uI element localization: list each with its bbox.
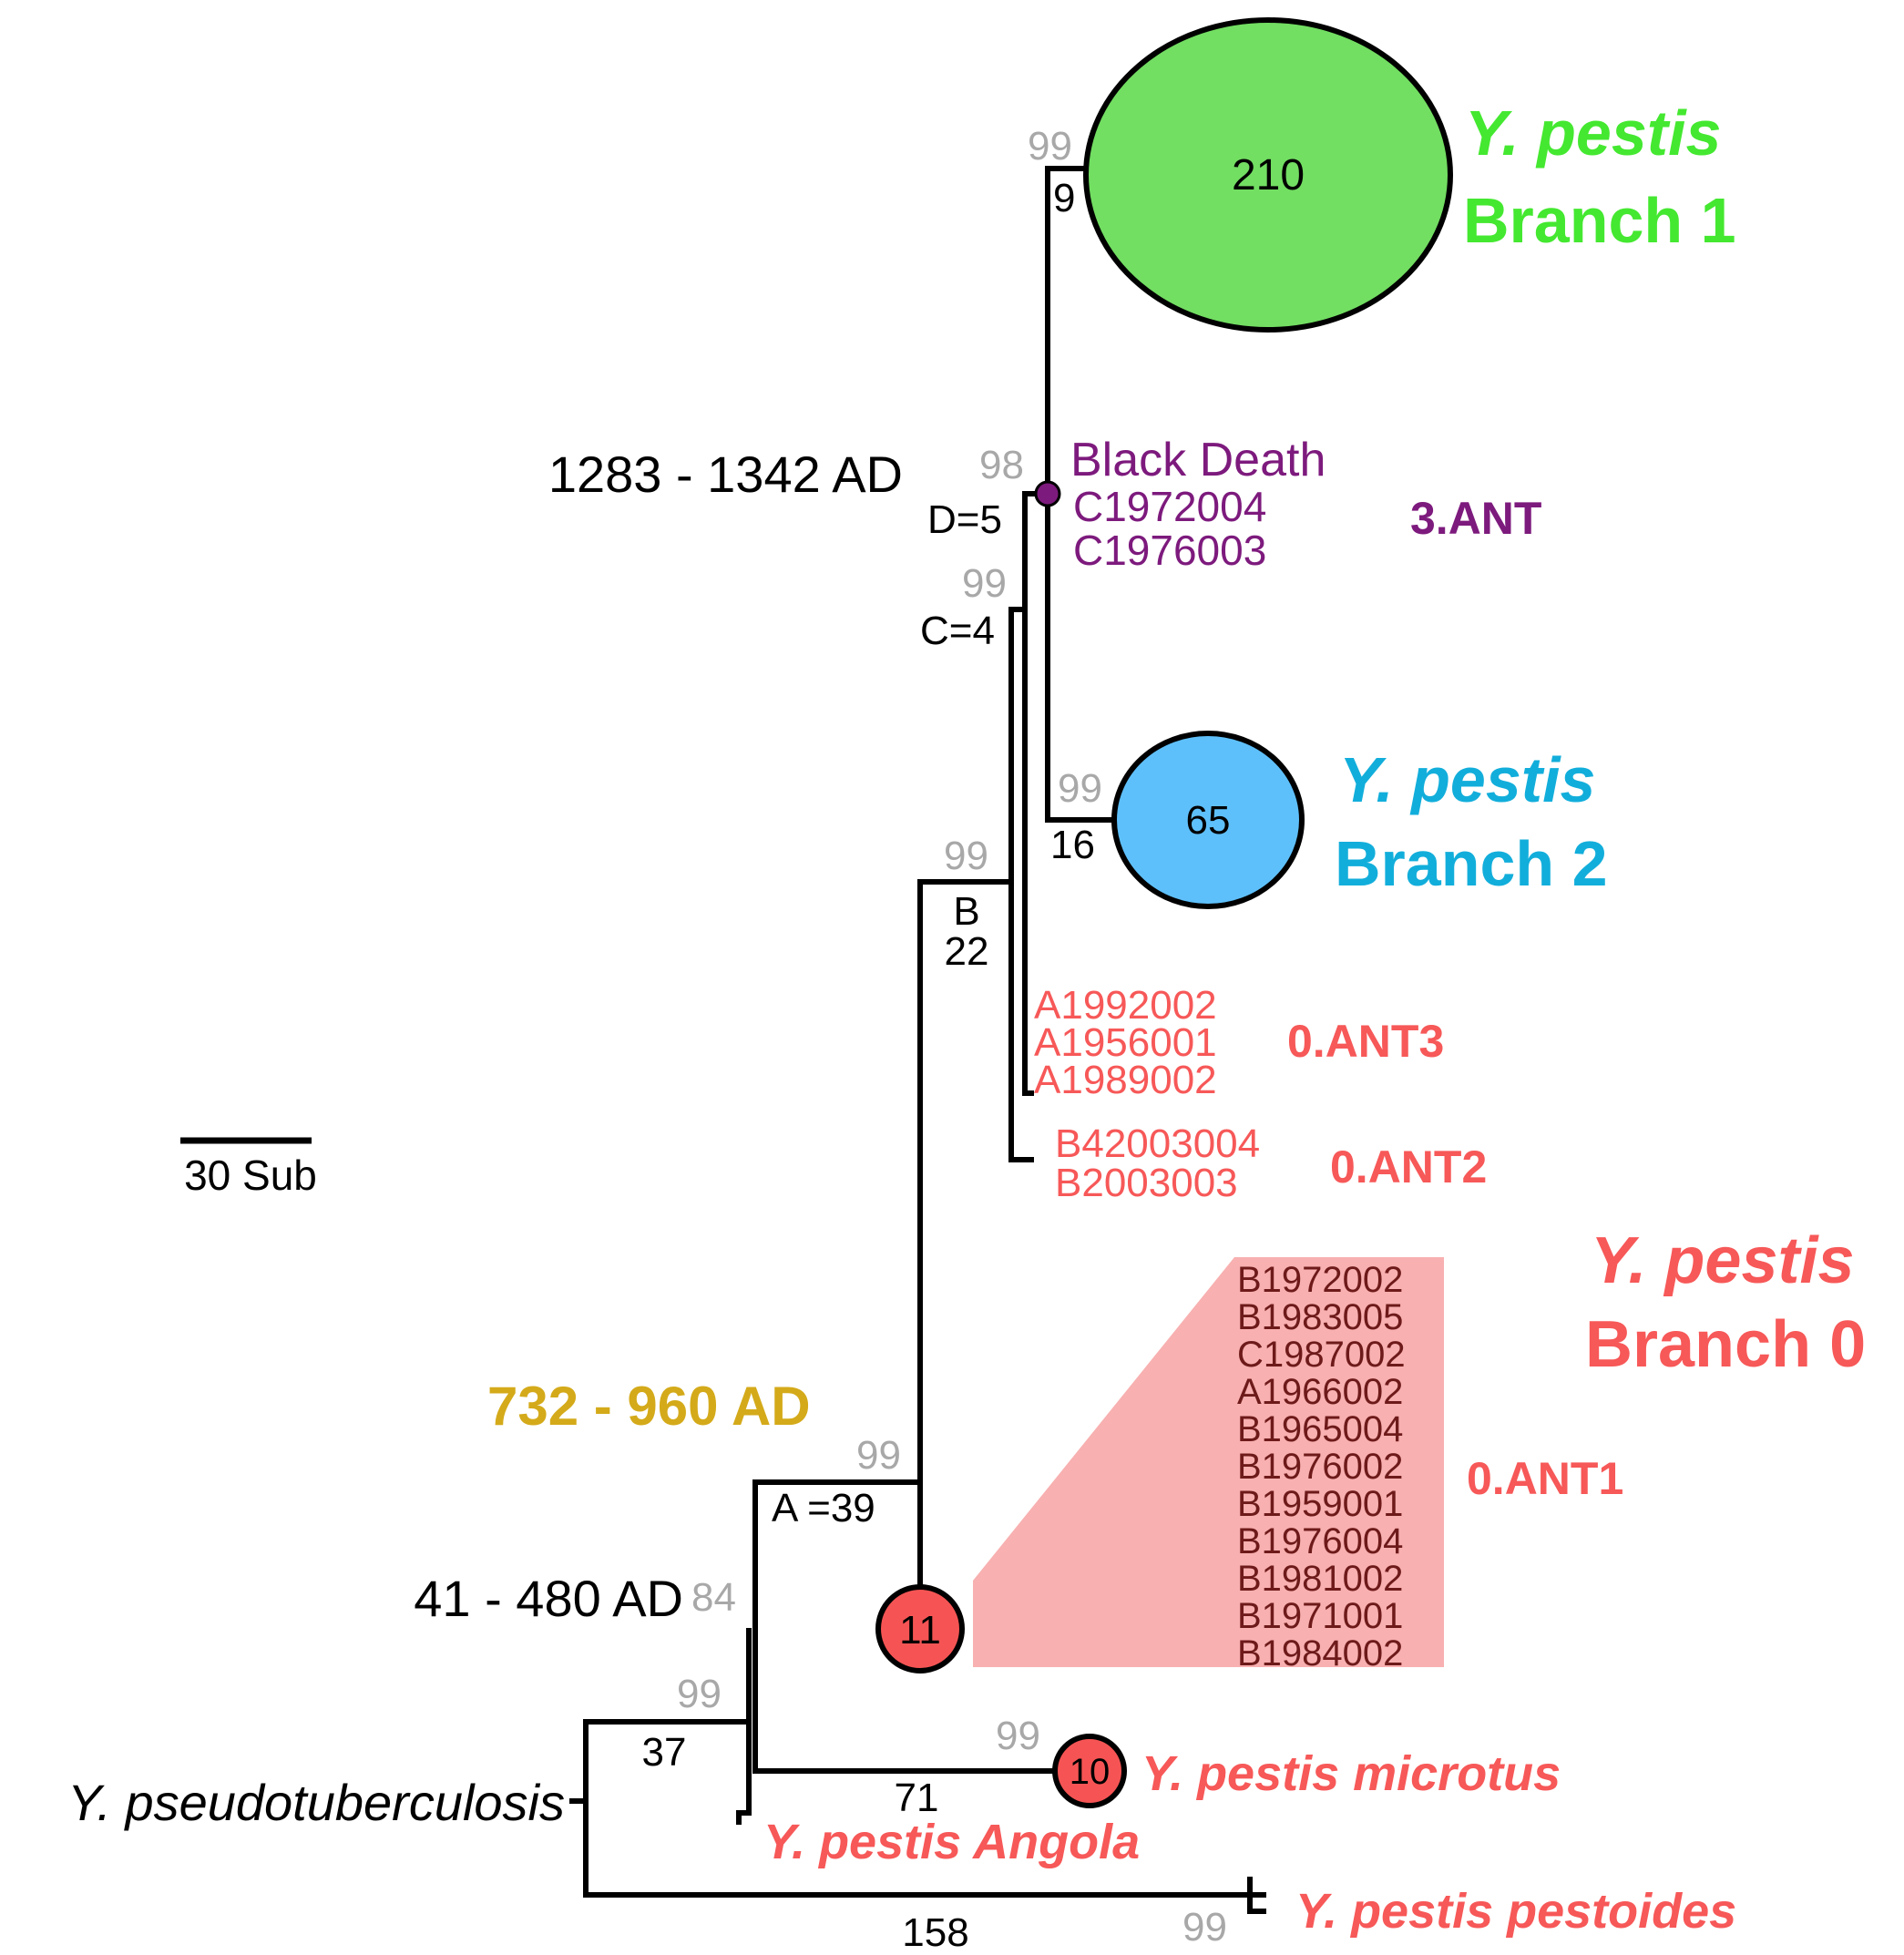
length-node-b-letter: B [953, 889, 979, 934]
branch1-count: 210 [1232, 151, 1305, 200]
ant1-strain: B1971001 [1237, 1596, 1403, 1636]
ant1-strain: B1984002 [1237, 1633, 1403, 1674]
length-microtus: 71 [895, 1776, 939, 1820]
length-node-c: C=4 [920, 609, 995, 653]
branch-angola [736, 1810, 752, 1825]
branch1-title: Y. pestis [1465, 97, 1721, 169]
branch2-count: 65 [1186, 798, 1231, 843]
pestoides-label: Y. pestis pestoides [1295, 1884, 1736, 1939]
ant1-count: 11 [899, 1608, 941, 1653]
angola-label: Y. pestis Angola [763, 1815, 1140, 1869]
bootstrap-node-37: 99 [677, 1672, 722, 1716]
branch0-title: Y. pestis [1591, 1224, 1855, 1297]
ant1-collapse-wedge [973, 1257, 1234, 1667]
tree-branches [569, 166, 1266, 1914]
branch-length-labels: 9 D=5 C=4 16 B 22 A =39 37 71 158 [642, 176, 1095, 1955]
length-node-d: D=5 [927, 497, 1002, 542]
bootstrap-values: 99 98 99 99 99 99 84 99 99 99 [677, 124, 1227, 1950]
branch0-subtitle: Branch 0 [1585, 1308, 1866, 1381]
ant1-strain: B1959001 [1237, 1484, 1403, 1524]
bootstrap-node-c: 99 [962, 561, 1007, 606]
ant1-strain-list: B1972002 B1983005 C1987002 A1966002 B196… [1237, 1260, 1406, 1674]
bootstrap-node-84: 84 [691, 1575, 736, 1620]
date-root: 41 - 480 AD [414, 1570, 683, 1627]
bootstrap-branch2: 99 [1058, 766, 1102, 811]
bootstrap-microtus: 99 [996, 1714, 1040, 1758]
ant1-group-label: 0.ANT1 [1467, 1453, 1623, 1504]
length-pestoides: 158 [902, 1910, 968, 1955]
ant3-strain: A1956001 [1034, 1020, 1217, 1065]
microtus-count: 10 [1070, 1752, 1111, 1792]
ant3-group-label: 0.ANT3 [1287, 1016, 1444, 1067]
black-death-strain: C1972004 [1073, 483, 1266, 530]
ant1-strain: B1972002 [1237, 1260, 1403, 1300]
scale-bar-label: 30 Sub [184, 1152, 317, 1199]
date-node-a: 732 - 960 AD [487, 1376, 811, 1437]
branch2-title: Y. pestis [1339, 744, 1595, 815]
length-node-a: A =39 [772, 1486, 875, 1530]
length-node-37: 37 [642, 1730, 687, 1775]
ant1-strain: B1983005 [1237, 1297, 1403, 1337]
branch2-subtitle: Branch 2 [1335, 828, 1608, 899]
bootstrap-branch1: 99 [1028, 124, 1072, 169]
bootstrap-node-b: 99 [944, 834, 988, 878]
branch-node-84 [752, 1479, 923, 1774]
ant2-group-label: 0.ANT2 [1330, 1141, 1487, 1192]
branch1-clade-ellipse [1083, 17, 1453, 333]
black-death-label: Black Death [1070, 434, 1326, 486]
ant1-strain: B1981002 [1237, 1559, 1403, 1599]
microtus-node-circle [1052, 1734, 1127, 1808]
ant1-strain: C1987002 [1237, 1335, 1406, 1375]
ant3-strain: A1992002 [1034, 983, 1217, 1028]
ant1-node-circle [875, 1584, 965, 1674]
branch-root-split [583, 1719, 1266, 1898]
branch-node-c [1008, 607, 1028, 1096]
ant3-strain: A1989002 [1034, 1058, 1217, 1102]
branch-to-branch2 [1045, 491, 1116, 823]
black-death-strain: C1976003 [1073, 527, 1266, 574]
ant1-strain: B1976004 [1237, 1521, 1403, 1561]
branch-to-branch1 [1045, 166, 1087, 496]
branch1-subtitle: Branch 1 [1463, 185, 1736, 256]
black-death-node-dot [1034, 480, 1061, 507]
length-branch1: 9 [1053, 176, 1075, 220]
bootstrap-node-a: 99 [856, 1433, 901, 1478]
branch-pestoides-tip [1247, 1877, 1266, 1914]
ant1-strain: B1965004 [1237, 1409, 1403, 1449]
outgroup-label: Y. pseudotuberculosis [67, 1774, 565, 1831]
branch-node-d [1022, 491, 1045, 612]
ant2-strain: B2003003 [1055, 1161, 1238, 1205]
ant1-strain: B1976002 [1237, 1447, 1403, 1487]
branch2-clade-ellipse [1111, 731, 1305, 909]
bootstrap-pestoides: 99 [1182, 1905, 1227, 1950]
black-death-group-label: 3.ANT [1410, 493, 1541, 544]
ant1-strain-box [1234, 1257, 1444, 1667]
bootstrap-black-death: 98 [979, 443, 1024, 487]
microtus-label: Y. pestis microtus [1141, 1746, 1561, 1801]
date-black-death: 1283 - 1342 AD [548, 445, 903, 503]
ant2-strain: B42003004 [1055, 1121, 1260, 1166]
ant1-strain: A1966002 [1237, 1372, 1403, 1412]
length-branch2: 16 [1050, 823, 1095, 867]
length-node-b: 22 [945, 929, 989, 974]
